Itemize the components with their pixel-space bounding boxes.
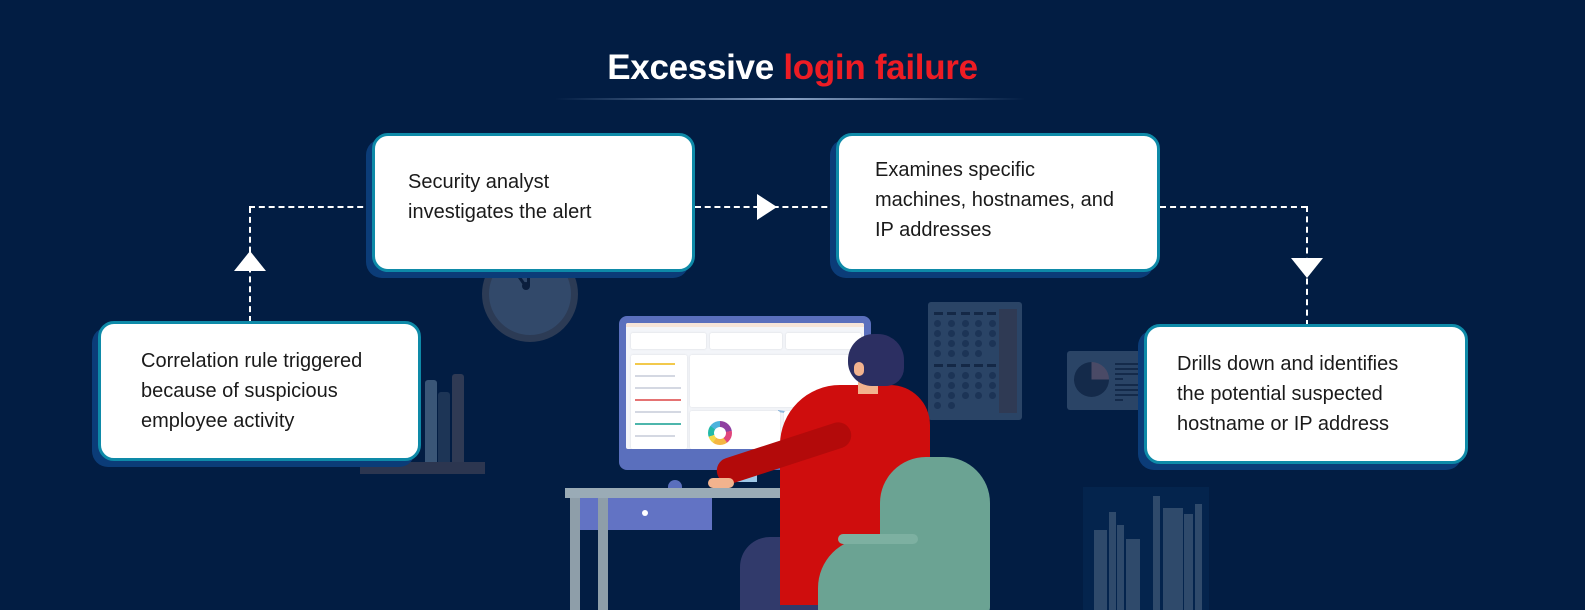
connector-1-2-horizontal bbox=[249, 206, 373, 208]
page-title: Excessive login failure bbox=[0, 48, 1585, 88]
step-4-text: Drills down and identifies the potential… bbox=[1177, 353, 1399, 435]
chair-back bbox=[880, 457, 990, 610]
shelf bbox=[360, 462, 485, 474]
drawer-knob bbox=[642, 510, 648, 516]
title-prefix: Excessive bbox=[607, 48, 774, 87]
arrow-down-icon bbox=[1291, 258, 1323, 278]
step-2-text: Security analyst investigates the alert bbox=[408, 170, 592, 223]
calendar-icon bbox=[928, 302, 1022, 420]
arrow-right-icon bbox=[757, 194, 777, 220]
desk bbox=[565, 488, 860, 498]
title-highlight: login failure bbox=[783, 48, 978, 87]
person-head bbox=[848, 334, 904, 386]
arrow-up-icon bbox=[234, 251, 266, 271]
clock-icon bbox=[482, 262, 578, 342]
chair-arm bbox=[838, 534, 918, 544]
title-underline bbox=[555, 98, 1025, 100]
step-card-3: Examines specific machines, hostnames, a… bbox=[836, 133, 1160, 272]
desk-leg bbox=[598, 498, 608, 610]
step-1-text: Correlation rule triggered because of su… bbox=[141, 350, 363, 432]
person-hand bbox=[708, 478, 734, 488]
bar-chart-icon bbox=[1083, 487, 1209, 610]
step-card-2: Security analyst investigates the alert bbox=[372, 133, 695, 272]
person-ear bbox=[854, 362, 864, 376]
connector-3-4-horizontal bbox=[1160, 206, 1307, 208]
step-card-1: Correlation rule triggered because of su… bbox=[98, 321, 421, 461]
pie-chart-icon bbox=[1067, 351, 1142, 410]
step-card-4: Drills down and identifies the potential… bbox=[1144, 324, 1468, 464]
desk-leg bbox=[570, 498, 580, 610]
step-3-text: Examines specific machines, hostnames, a… bbox=[875, 158, 1115, 241]
mouse-icon bbox=[668, 480, 682, 488]
